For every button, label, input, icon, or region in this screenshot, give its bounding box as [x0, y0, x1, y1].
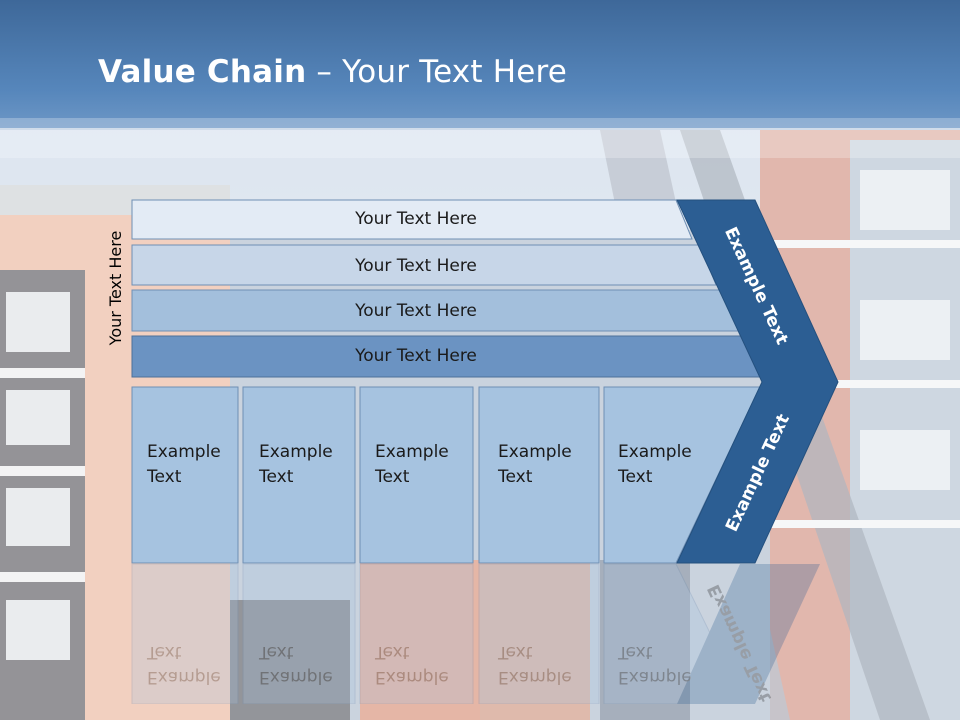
cell-4-line-1: Example: [498, 442, 572, 462]
cell-4: [478, 386, 600, 564]
cell-2-line-2: Text: [259, 467, 294, 487]
bar-2-label: Your Text Here: [355, 256, 477, 276]
cell-2: [242, 386, 356, 564]
page-title: Value Chain – Your Text Here: [98, 54, 567, 90]
bar-1-label: Your Text Here: [355, 209, 477, 229]
cell-2-line-1: Example: [259, 442, 333, 462]
cell-5-line-2: Text: [618, 467, 653, 487]
cell-1-line-2: Text: [147, 467, 182, 487]
bar-4-label: Your Text Here: [355, 346, 477, 366]
cell-1: [131, 386, 239, 564]
cell-3-line-1: Example: [375, 442, 449, 462]
bar-1: [131, 199, 693, 240]
cell-5: [603, 386, 761, 564]
bar-3-label: Your Text Here: [355, 301, 477, 321]
cell-1-line-1: Example: [147, 442, 221, 462]
cell-3-line-2: Text: [375, 467, 410, 487]
title-rest: – Your Text Here: [306, 54, 568, 90]
bar-2: [131, 244, 717, 286]
title-bold: Value Chain: [98, 54, 307, 90]
cell-5-line-1: Example: [618, 442, 692, 462]
cell-3: [359, 386, 474, 564]
chevron-arrow: [676, 199, 839, 564]
cell-4-line-2: Text: [498, 467, 533, 487]
